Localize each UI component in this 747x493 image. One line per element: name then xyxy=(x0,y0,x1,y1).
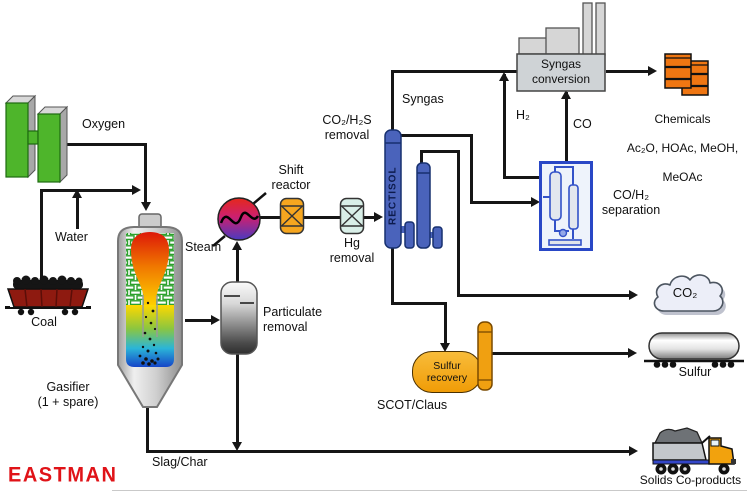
slag-arrow-icon xyxy=(629,446,638,456)
coal-car-icon xyxy=(5,275,91,316)
co-h2-separation-coldbox-icon xyxy=(539,161,593,251)
rectisol-to-sep-h1 xyxy=(400,134,473,137)
syngas-label: Syngas xyxy=(402,92,444,106)
chemicals-arrow-icon xyxy=(648,66,657,76)
syngas-conversion-label: Syngas conversion xyxy=(531,57,591,86)
slag-char-label: Slag/Char xyxy=(152,455,208,469)
oxygen-arrow-icon xyxy=(141,202,151,211)
syngas-conversion-factory-icon xyxy=(516,2,606,92)
particulate-removal-label: Particulate removal xyxy=(263,305,323,334)
acid-gas-arrow-icon xyxy=(440,343,450,352)
eastman-logo: EASTMAN xyxy=(8,463,118,487)
chemicals-line xyxy=(606,70,652,73)
syngas-line-v xyxy=(391,70,394,131)
oxygen-plant-icon xyxy=(4,94,68,184)
chemicals-title: Chemicals xyxy=(654,111,711,126)
coal-arrow-icon xyxy=(132,185,141,195)
co2-line-h2 xyxy=(457,294,632,297)
coal-line-h xyxy=(40,189,133,192)
chemical-barrels-icon xyxy=(664,53,709,96)
sulfur-label: Sulfur xyxy=(678,365,712,379)
shift-reactor-label: Shift reactor xyxy=(271,163,311,192)
oxygen-line-v xyxy=(144,143,147,203)
heat-exchanger-icon xyxy=(212,192,267,247)
rectisol-to-sep-v xyxy=(470,134,473,204)
sulfur-recovery-unit: Sulfur recovery xyxy=(412,351,482,393)
co-line-v xyxy=(565,92,568,163)
sulfur-column-icon xyxy=(477,321,493,391)
co-label: CO xyxy=(573,117,592,131)
main-gas-line xyxy=(256,216,380,219)
particulate-down-line xyxy=(236,354,239,446)
sulfur-line xyxy=(492,352,632,355)
oxygen-label: Oxygen xyxy=(82,117,126,131)
acid-gas-line-v2 xyxy=(444,302,447,346)
water-label: Water xyxy=(55,230,88,244)
coal-line-v xyxy=(40,189,43,280)
rectisol-to-sep-arrow-icon xyxy=(531,197,540,207)
h2-arrow-icon xyxy=(499,72,509,81)
syngas-line-h xyxy=(391,70,518,73)
hg-removal-icon xyxy=(339,197,365,235)
gasifier-out-arrow-icon xyxy=(211,315,220,325)
slag-line-v xyxy=(146,406,149,453)
oxygen-line-h xyxy=(58,143,147,146)
water-line-v xyxy=(76,195,79,229)
gasifier-label: Gasifier (1 + spare) xyxy=(37,380,99,409)
co-h2-separation-label: CO/H₂ separation xyxy=(601,188,661,217)
gasifier-icon xyxy=(117,213,183,408)
shift-reactor-icon xyxy=(279,197,305,235)
scot-claus-label: SCOT/Claus xyxy=(377,398,448,412)
co2-line-v1 xyxy=(420,150,423,165)
sulfur-recovery-label: Sulfur recovery xyxy=(426,360,468,384)
chemicals-line3: MeOAc xyxy=(662,169,703,184)
h2-line-v xyxy=(503,74,506,178)
rectisol-columns-icon xyxy=(384,129,443,249)
particulate-to-hx-arrow-icon xyxy=(232,241,242,250)
co2-arrow-icon xyxy=(629,290,638,300)
main-gas-arrow-icon xyxy=(374,212,383,222)
rectisol-to-sep-h2 xyxy=(470,201,532,204)
chemicals-line2: Ac₂O, HOAc, MeOH, xyxy=(626,140,739,155)
co2-line-h1 xyxy=(420,150,460,153)
particulate-vessel-icon xyxy=(220,281,258,355)
co2-cloud-label: CO₂ xyxy=(672,285,698,300)
acid-gas-line-h xyxy=(391,302,447,305)
rectisol-column-label: RECTISOL xyxy=(387,166,399,226)
solids-coproducts-label: Solids Co-products xyxy=(639,473,742,487)
co-arrow-icon xyxy=(561,90,571,99)
water-arrow-icon xyxy=(72,189,82,198)
h2-line-h xyxy=(503,176,542,179)
coal-label: Coal xyxy=(31,315,57,329)
particulate-to-hx-line xyxy=(236,248,239,282)
co2-line-v2 xyxy=(457,150,460,297)
h2-label: H₂ xyxy=(516,108,530,122)
bottom-rule xyxy=(112,490,747,491)
sulfur-tank-car-icon xyxy=(644,332,744,368)
co2-cloud-icon xyxy=(653,274,726,315)
dump-truck-icon xyxy=(652,427,736,475)
sulfur-arrow-icon xyxy=(628,348,637,358)
co2-h2s-removal-label: CO₂/H₂S removal xyxy=(322,113,372,142)
gasifier-out-line xyxy=(185,319,213,322)
hg-removal-label: Hg removal xyxy=(329,236,375,265)
steam-label: Steam xyxy=(185,240,222,254)
slag-line-h xyxy=(146,450,633,453)
particulate-down-arrow-icon xyxy=(232,442,242,451)
acid-gas-line-v1 xyxy=(391,246,394,305)
chemicals-label: Chemicals Ac₂O, HOAc, MeOH, MeOAc xyxy=(618,97,747,184)
